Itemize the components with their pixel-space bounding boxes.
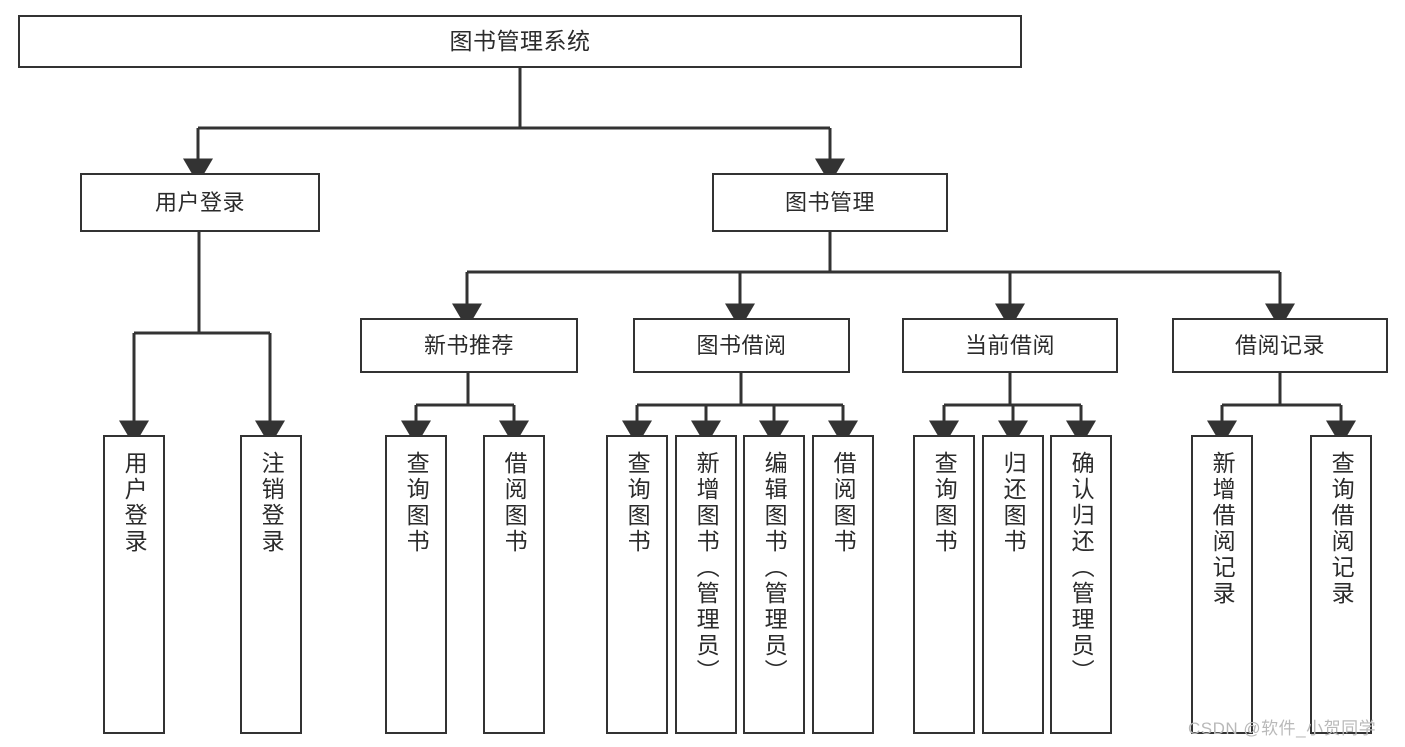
- leaf-user-login[interactable]: 用户登录: [103, 435, 165, 734]
- leaf-query-book-2[interactable]: 查询图书: [606, 435, 668, 734]
- node-root-book-management-system[interactable]: 图书管理系统: [18, 15, 1022, 68]
- leaf-query-book-1[interactable]: 查询图书: [385, 435, 447, 734]
- node-label: 查询图书: [624, 451, 651, 555]
- node-label: 借阅记录: [1234, 332, 1325, 358]
- leaf-edit-book-admin[interactable]: 编辑图书（管理员）: [743, 435, 805, 734]
- leaf-confirm-return-admin[interactable]: 确认归还（管理员）: [1050, 435, 1112, 734]
- leaf-add-borrow-record[interactable]: 新增借阅记录: [1191, 435, 1253, 734]
- node-label: 用户登录: [121, 451, 148, 555]
- node-label: 图书管理系统: [449, 27, 591, 54]
- node-book-management[interactable]: 图书管理: [712, 173, 948, 232]
- node-label: 用户登录: [154, 189, 245, 215]
- node-label: 查询图书: [931, 451, 958, 555]
- leaf-borrow-book-1[interactable]: 借阅图书: [483, 435, 545, 734]
- node-label: 图书管理: [784, 189, 875, 215]
- node-label: 图书借阅: [696, 332, 787, 358]
- node-label: 新增借阅记录: [1209, 451, 1236, 607]
- node-current-borrowing[interactable]: 当前借阅: [902, 318, 1118, 373]
- node-label: 编辑图书（管理员）: [761, 451, 788, 685]
- node-label: 新增图书（管理员）: [693, 451, 720, 685]
- node-label: 新书推荐: [423, 332, 514, 358]
- leaf-add-book-admin[interactable]: 新增图书（管理员）: [675, 435, 737, 734]
- node-label: 借阅图书: [501, 451, 528, 555]
- csdn-watermark: CSDN @软件_小贺同学: [1188, 719, 1377, 738]
- node-label: 归还图书: [1000, 451, 1027, 555]
- leaf-return-book[interactable]: 归还图书: [982, 435, 1044, 734]
- node-new-book-recommendation[interactable]: 新书推荐: [360, 318, 578, 373]
- leaf-query-borrow-record[interactable]: 查询借阅记录: [1310, 435, 1372, 734]
- node-label: 确认归还（管理员）: [1068, 451, 1095, 685]
- node-label: 查询借阅记录: [1328, 451, 1355, 607]
- leaf-logout[interactable]: 注销登录: [240, 435, 302, 734]
- node-label: 查询图书: [403, 451, 430, 555]
- node-label: 注销登录: [258, 451, 285, 555]
- leaf-query-book-3[interactable]: 查询图书: [913, 435, 975, 734]
- node-label: 当前借阅: [964, 332, 1055, 358]
- node-label: 借阅图书: [830, 451, 857, 555]
- node-book-borrowing[interactable]: 图书借阅: [633, 318, 850, 373]
- node-borrowing-record[interactable]: 借阅记录: [1172, 318, 1388, 373]
- leaf-borrow-book-2[interactable]: 借阅图书: [812, 435, 874, 734]
- node-user-login[interactable]: 用户登录: [80, 173, 320, 232]
